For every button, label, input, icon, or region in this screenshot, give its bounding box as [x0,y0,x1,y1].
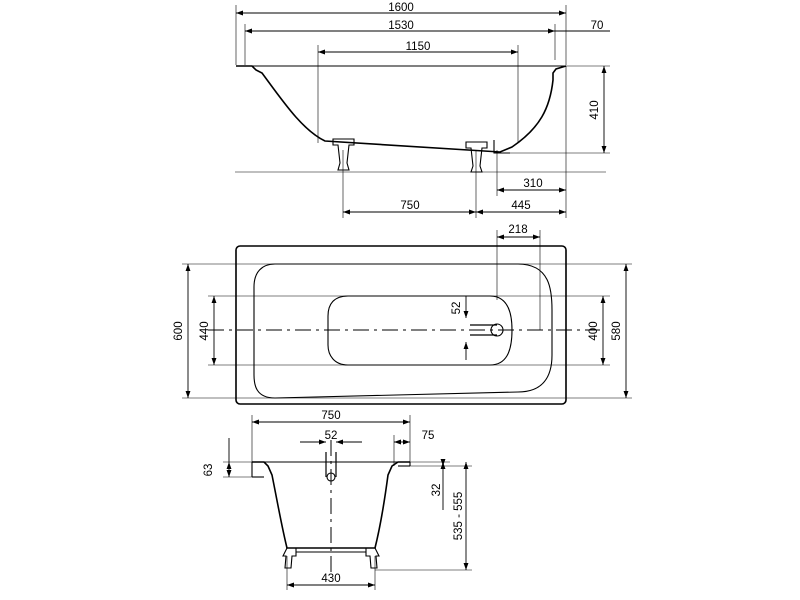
dim-445: 445 [511,200,530,212]
side-drain [493,140,510,154]
dim-310: 310 [523,178,542,190]
end-leg-right [365,547,380,569]
side-leg-left [332,138,355,171]
plan-drain [490,323,504,337]
dim-600: 600 [173,321,185,340]
dim-430: 430 [321,573,340,585]
dim-52-plan: 52 [451,302,463,315]
dim-410: 410 [589,100,601,119]
end-leg-left [282,547,297,569]
dim-1150: 1150 [406,41,431,53]
dim-32: 32 [431,484,443,497]
plan-view: 218 52 600 440 400 580 [173,224,632,405]
dim-535-555: 535 - 555 [453,492,465,541]
side-view: 1600 1530 70 1150 410 310 750 445 [235,2,610,218]
dim-63: 63 [203,464,215,477]
dim-1530: 1530 [388,20,414,32]
side-tub-outline [236,65,567,153]
end-view: 750 52 75 63 32 535 - 555 430 [203,410,472,590]
plan-bottom-flat [327,295,513,366]
dim-440: 440 [199,321,211,340]
side-leg-right [465,141,488,173]
plan-inner-basin [253,263,553,399]
plan-outer-rim [235,245,567,405]
dim-750-legs: 750 [400,200,419,212]
dim-70: 70 [591,20,604,32]
dim-400: 400 [588,321,600,340]
dim-75: 75 [422,430,435,442]
dim-218: 218 [508,224,527,236]
dim-750-end: 750 [321,410,340,422]
dim-1600: 1600 [388,2,414,14]
dim-580: 580 [611,321,623,340]
dim-52-end: 52 [325,430,338,442]
